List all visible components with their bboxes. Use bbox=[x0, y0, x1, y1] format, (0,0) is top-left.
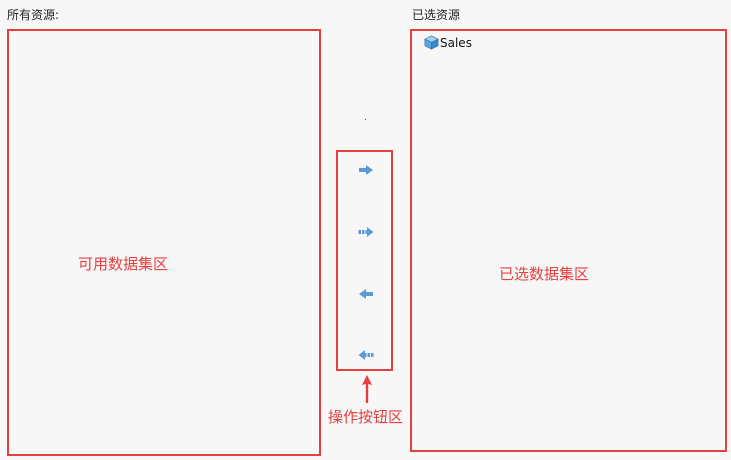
selected-resources-list[interactable]: Sales 已选数据集区 bbox=[410, 29, 727, 452]
cube-icon bbox=[424, 35, 439, 50]
tree-item-sales[interactable]: Sales bbox=[424, 35, 472, 50]
tree-item-label: Sales bbox=[440, 35, 472, 50]
add-button[interactable] bbox=[356, 162, 376, 178]
separator-dot bbox=[365, 119, 366, 120]
selected-resources-title: 已选资源 bbox=[412, 8, 461, 22]
available-zone-annotation: 可用数据集区 bbox=[78, 255, 169, 273]
arrow-right-icon bbox=[359, 165, 373, 175]
arrow-left-icon bbox=[359, 289, 373, 299]
operations-zone-annotation: 操作按钮区 bbox=[328, 408, 404, 426]
double-arrow-right-icon bbox=[358, 227, 374, 237]
operation-buttons-frame bbox=[336, 150, 393, 371]
available-resources-list[interactable]: 可用数据集区 bbox=[7, 29, 321, 456]
remove-all-button[interactable] bbox=[356, 347, 376, 363]
pointer-arrow-icon bbox=[362, 375, 372, 403]
add-all-button[interactable] bbox=[356, 224, 376, 240]
selected-zone-annotation: 已选数据集区 bbox=[499, 265, 590, 283]
available-resources-title: 所有资源: bbox=[7, 8, 60, 22]
double-arrow-left-icon bbox=[358, 350, 374, 360]
remove-button[interactable] bbox=[356, 286, 376, 302]
